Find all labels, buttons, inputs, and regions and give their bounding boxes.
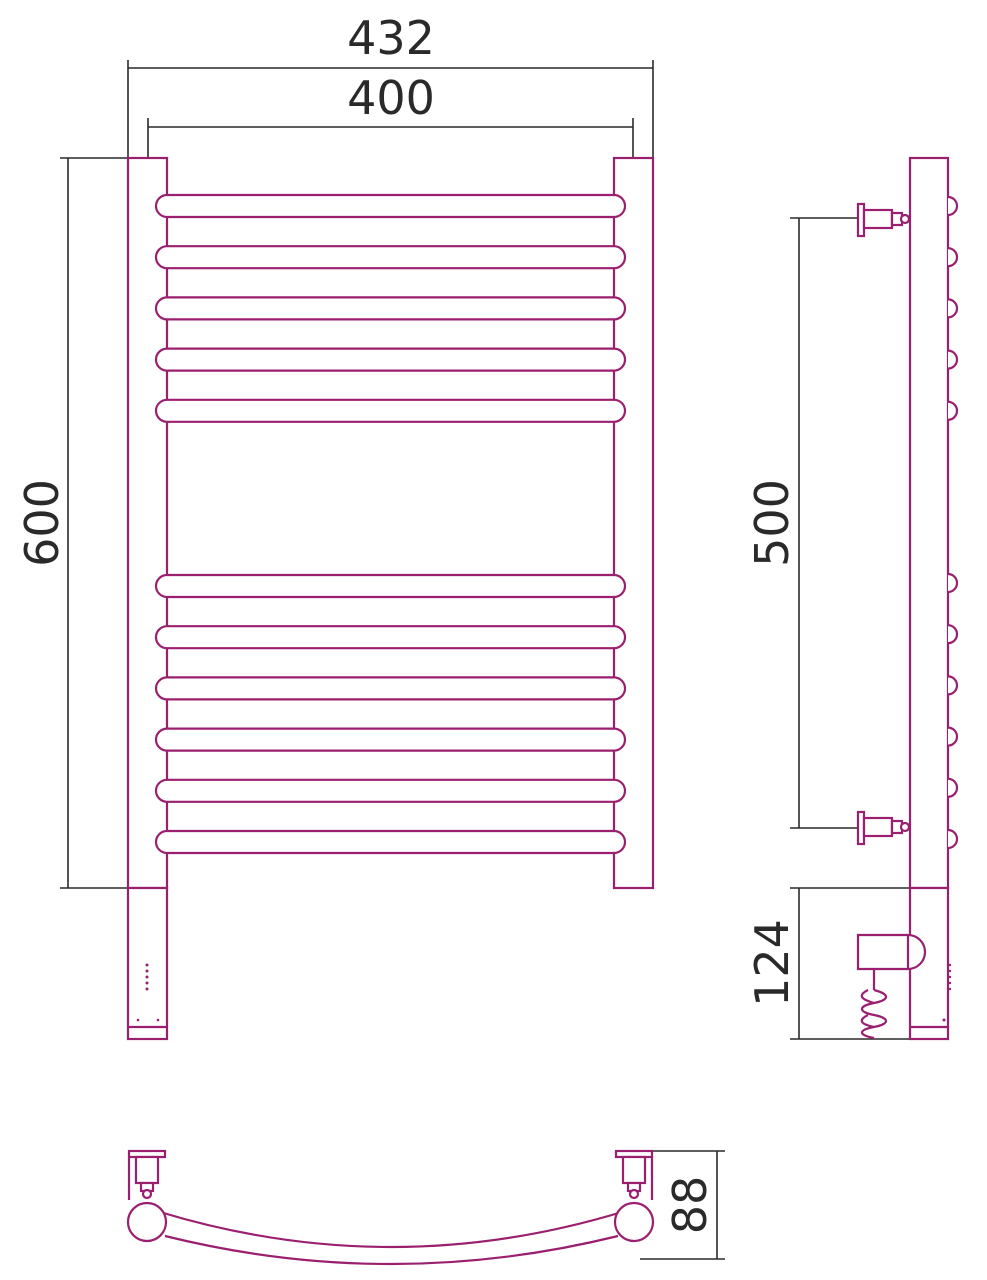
dimension-connection-distance: 500 <box>745 217 860 829</box>
connection-distance-label: 500 <box>745 479 799 567</box>
coiled-cable <box>860 969 888 1040</box>
side-view: 500 124 <box>745 156 959 1041</box>
rung-11 <box>154 829 627 855</box>
right-top-bracket <box>613 1149 655 1243</box>
rung-9 <box>154 727 627 752</box>
front-view: 432 400 600 <box>15 11 655 1041</box>
bottom-offset-label: 124 <box>745 919 799 1007</box>
rung-knob-5 <box>947 400 959 421</box>
rung-knob-11 <box>947 828 959 850</box>
rung-7 <box>154 625 627 650</box>
rung-10 <box>154 778 627 803</box>
rung-4 <box>154 347 627 372</box>
rung-knob-9 <box>947 726 959 747</box>
rung-3 <box>154 296 627 321</box>
side-knobs <box>947 195 959 850</box>
side-upright <box>908 156 950 890</box>
heater-control-box <box>856 933 927 971</box>
rung-knob-3 <box>947 298 959 319</box>
dimension-overall-width: 432 <box>127 11 654 160</box>
height-label: 600 <box>15 479 69 567</box>
left-upright <box>126 156 169 890</box>
curved-rung-front <box>159 1210 623 1249</box>
rung-5 <box>154 398 627 423</box>
rung-8 <box>154 676 627 701</box>
curved-rung-back <box>164 1234 619 1266</box>
top-wall-bracket <box>856 202 911 238</box>
left-upright-section <box>126 1201 168 1243</box>
rung-2 <box>154 245 627 270</box>
rung-6 <box>154 573 627 599</box>
rung-knob-1 <box>947 195 959 217</box>
depth-label: 88 <box>663 1176 717 1235</box>
rung-1 <box>154 193 627 219</box>
right-upright <box>612 156 655 890</box>
left-top-bracket <box>126 1149 168 1243</box>
rung-knob-2 <box>947 247 959 268</box>
overall-width-label: 432 <box>347 11 435 65</box>
rung-knob-10 <box>947 777 959 798</box>
top-view: 88 <box>126 1149 725 1266</box>
bottom-wall-bracket <box>856 810 911 846</box>
axis-width-label: 400 <box>347 71 435 125</box>
rung-knob-6 <box>947 572 959 594</box>
dimension-depth: 88 <box>640 1150 725 1260</box>
rung-knob-8 <box>947 675 959 696</box>
front-rungs <box>154 193 627 855</box>
dimension-bottom-offset: 124 <box>745 887 910 1040</box>
dimension-axis-width: 400 <box>147 71 634 160</box>
heater-element <box>126 886 169 1041</box>
rung-knob-7 <box>947 624 959 645</box>
right-upright-section <box>613 1201 655 1243</box>
dimension-height: 600 <box>15 157 128 889</box>
rung-knob-4 <box>947 349 959 370</box>
